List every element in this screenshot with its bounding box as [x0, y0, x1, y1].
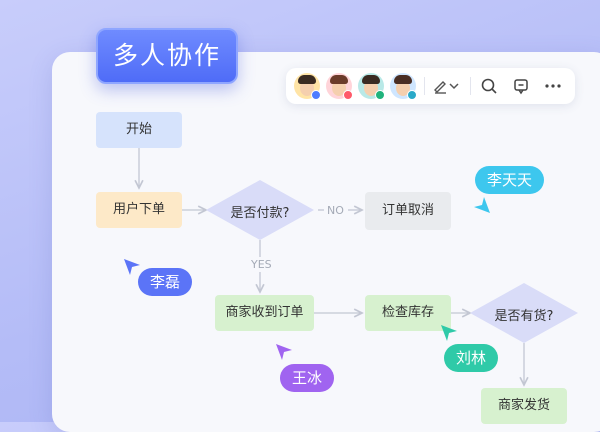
- flow-connectors: [0, 148, 578, 422]
- paid-question-label: 是否付款?: [230, 206, 290, 221]
- cursor-arrow-icon: [474, 197, 490, 213]
- no-label: NO: [327, 204, 344, 217]
- decision-diamond-paid[interactable]: [206, 180, 314, 240]
- avatar[interactable]: [294, 73, 321, 100]
- check-stock-node[interactable]: 检查库存: [365, 295, 451, 331]
- collaboration-toolbar: [286, 68, 575, 104]
- decision-diamond-stock[interactable]: [470, 283, 578, 343]
- received-node[interactable]: 商家收到订单: [215, 295, 314, 331]
- cancel-node[interactable]: 订单取消: [365, 192, 451, 230]
- avatar[interactable]: [326, 73, 353, 100]
- toolbar-divider: [470, 77, 471, 95]
- collaborator-tag: 李天天: [475, 166, 545, 194]
- yes-label: YES: [251, 258, 272, 271]
- more-icon[interactable]: [544, 77, 562, 95]
- comment-icon[interactable]: [512, 77, 530, 95]
- cursor-arrow-icon: [441, 325, 457, 341]
- feature-title: 多人协作: [96, 28, 238, 84]
- toolbar-divider: [424, 77, 425, 95]
- chevron-down-icon[interactable]: [448, 77, 460, 95]
- start-node[interactable]: 开始: [96, 112, 182, 148]
- pen-tool-icon[interactable]: [432, 77, 450, 95]
- in-stock-question-label: 是否有货?: [494, 309, 554, 324]
- collaborator-tag: 李磊: [138, 268, 193, 296]
- collaborator-tag: 王冰: [280, 364, 335, 392]
- collaborator-tag: 刘林: [444, 344, 499, 372]
- cursor-arrow-icon: [124, 259, 140, 275]
- avatar[interactable]: [390, 73, 417, 100]
- cursor-arrow-icon: [276, 344, 292, 360]
- avatar[interactable]: [358, 73, 385, 100]
- ship-node[interactable]: 商家发货: [481, 388, 567, 424]
- search-icon[interactable]: [480, 77, 498, 95]
- order-node[interactable]: 用户下单: [96, 192, 182, 228]
